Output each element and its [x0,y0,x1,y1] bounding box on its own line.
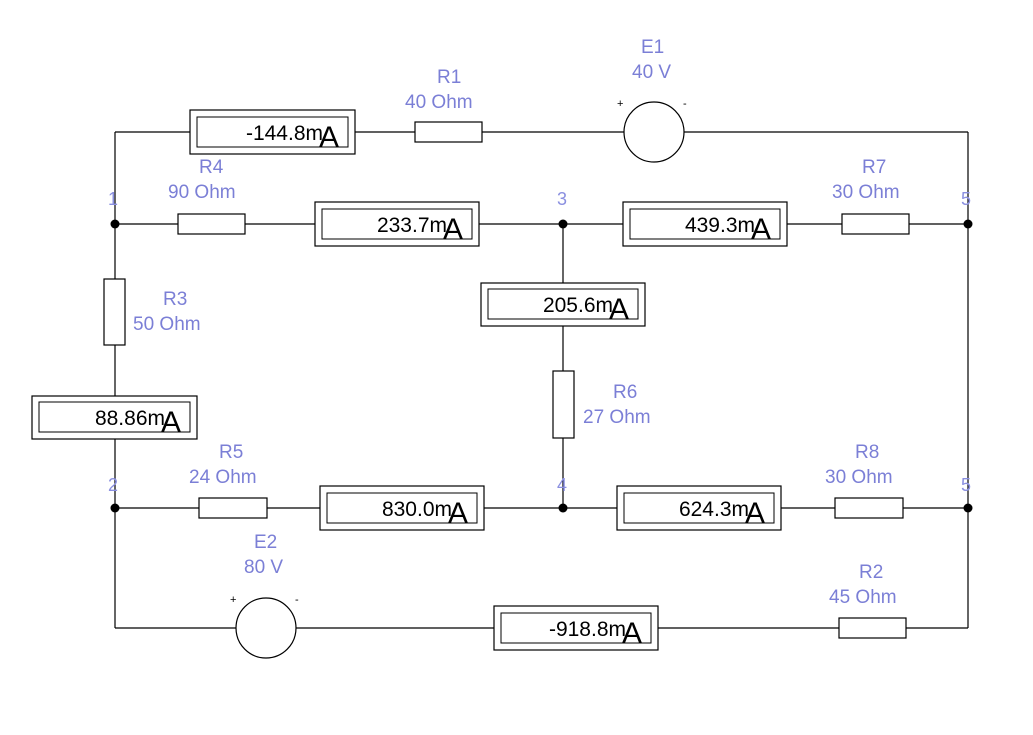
ammeter-bottom-unit: A [622,617,642,650]
r8-value-label: 30 Ohm [825,467,893,488]
junction-5-bottom [963,503,973,513]
node-label-2: 2 [108,475,118,495]
ammeter-r5-branch[interactable]: 830.0m A [319,485,485,531]
node-label-5-bottom: 5 [961,475,971,495]
wires [114,131,969,629]
resistor-r7[interactable] [841,213,910,235]
e1-name-label: E1 [641,37,664,58]
resistor-r6[interactable] [552,370,575,439]
r6-name-label: R6 [613,382,637,403]
ammeter-bottom[interactable]: -918.8m A [493,605,659,651]
voltage-source-e2[interactable] [235,597,297,659]
node-label-5-top: 5 [961,189,971,209]
resistor-r4[interactable] [177,213,246,235]
ammeter-r3-branch[interactable]: 88.86m A [31,395,198,440]
r5-name-label: R5 [219,442,243,463]
resistor-r2[interactable] [838,617,907,639]
ammeter-r5-branch-reading: 830.0m [382,498,452,521]
r5-value-label: 24 Ohm [189,467,257,488]
r2-value-label: 45 Ohm [829,587,897,608]
r3-value-label: 50 Ohm [133,314,201,335]
ammeter-r5-branch-display [326,492,478,524]
ammeter-top[interactable]: -144.8m A [189,109,356,155]
ammeter-top-unit: A [319,121,339,154]
junction-4 [558,503,568,513]
ammeter-bottom-display [500,612,652,644]
ammeter-r4-branch-unit: A [443,213,463,246]
junction-3 [558,219,568,229]
ammeter-r7-branch-unit: A [751,213,771,246]
ammeter-r4-branch-display [321,208,473,240]
r4-name-label: R4 [199,157,224,178]
ammeter-r3-branch-reading: 88.86m [95,407,165,430]
r1-value-label: 40 Ohm [405,92,473,113]
resistor-r8[interactable] [834,497,904,519]
ammeter-r3-branch-display [38,401,191,433]
e1-minus-terminal: - [683,98,687,110]
resistor-r5[interactable] [198,497,268,519]
node-label-3: 3 [557,189,567,209]
node-label-4: 4 [557,475,567,495]
e2-value-label: 80 V [244,557,283,578]
node-label-1: 1 [108,189,118,209]
junction-5-top [963,219,973,229]
ammeter-r5-branch-unit: A [448,497,468,530]
ammeter-r7-branch[interactable]: 439.3m A [622,201,788,247]
junction-1 [110,219,120,229]
ammeter-r8-branch[interactable]: 624.3m A [616,485,782,531]
resistor-r1[interactable] [414,121,483,143]
r2-name-label: R2 [859,562,883,583]
voltage-source-e1[interactable] [623,101,685,163]
ammeter-r8-branch-display [623,492,775,524]
junctions [110,219,973,513]
ammeter-r6-branch-unit: A [609,293,629,326]
ammeter-r8-branch-reading: 624.3m [679,498,749,521]
ammeter-r3-branch-unit: A [161,406,181,439]
junction-2 [110,503,120,513]
ammeter-r6-branch-display [487,288,639,320]
ammeter-r4-branch-reading: 233.7m [377,214,447,237]
r7-name-label: R7 [862,157,886,178]
ammeter-r8-branch-unit: A [745,497,765,530]
ammeter-r7-branch-display [629,208,781,240]
r6-value-label: 27 Ohm [583,407,651,428]
ammeter-r6-branch-reading: 205.6m [543,294,613,317]
ammeter-r4-branch[interactable]: 233.7m A [314,201,480,247]
e1-value-label: 40 V [632,62,671,83]
r1-name-label: R1 [437,67,461,88]
r7-value-label: 30 Ohm [832,182,900,203]
r8-name-label: R8 [855,442,879,463]
r4-value-label: 90 Ohm [168,182,236,203]
ammeter-r7-branch-reading: 439.3m [685,214,755,237]
e2-minus-terminal: - [295,594,299,606]
r3-name-label: R3 [163,289,187,310]
ammeter-r6-branch[interactable]: 205.6m A [480,282,646,327]
ammeter-bottom-reading: -918.8m [549,618,626,641]
e2-name-label: E2 [254,532,277,553]
ammeter-top-reading: -144.8m [246,122,323,145]
e1-plus-terminal: + [617,98,623,110]
resistor-r3[interactable] [103,278,126,346]
ammeter-top-display [196,116,349,148]
e2-plus-terminal: + [230,594,236,606]
